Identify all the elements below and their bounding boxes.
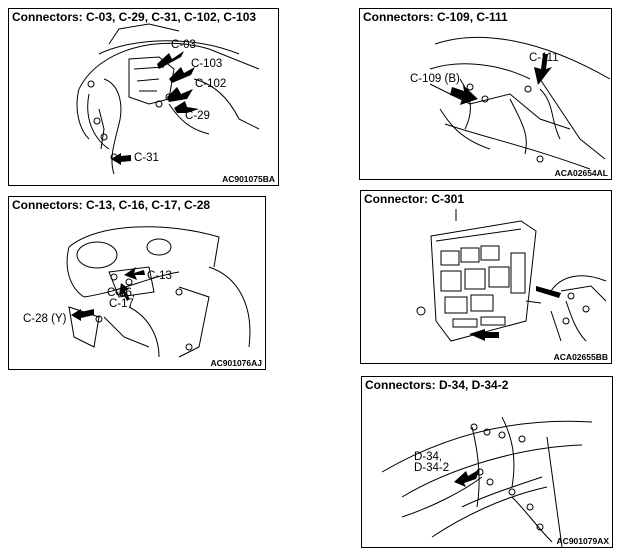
panel-title: Connector: C-301: [364, 192, 465, 206]
callout-c103: C-103: [191, 58, 223, 70]
figure-id: ACA02654AL: [554, 168, 608, 178]
connector-panel-c301: Connector: C-301: [360, 190, 612, 364]
callout-c31: C-31: [134, 152, 159, 164]
figure-id: AC901075BA: [222, 174, 275, 184]
panel-title: Connectors: D-34, D-34-2: [365, 378, 509, 392]
callout-c29: C-29: [185, 110, 210, 122]
callout-d34-2: D-34-2: [414, 462, 450, 474]
callout-c17-line: C-17: [109, 298, 134, 310]
door-wiring-illustration: [381, 416, 593, 547]
callout-c102: C-102: [195, 78, 227, 90]
dashboard-wiring-illustration: [429, 36, 611, 170]
callout-c16-line: C-16,: [107, 287, 136, 299]
figure-id: AC901079AX: [556, 536, 609, 546]
panel-title: Connectors: C-109, C-111: [363, 10, 508, 24]
callout-c28y: C-28 (Y): [23, 313, 67, 325]
dashboard-wiring-illustration: [66, 226, 251, 358]
panel-title: Connectors: C-03, C-29, C-31, C-102, C-1…: [12, 10, 257, 24]
connector-panel-c109-c111: Connectors: C-109, C-111 C-111 C-109 (B)…: [359, 8, 612, 180]
dashboard-wiring-illustration: [76, 23, 260, 175]
callout-c03: C-03: [171, 39, 196, 51]
control-module-illustration: [416, 209, 607, 342]
callout-c109b: C-109 (B): [410, 73, 460, 85]
callout-c111: C-111: [529, 52, 559, 64]
connector-panel-c13-c16-c17-c28: Connectors: C-13, C-16, C-17, C-28 C-13 …: [8, 196, 266, 370]
connector-panel-c03-c29-c31-c102-c103: Connectors: C-03, C-29, C-31, C-102, C-1…: [8, 8, 279, 186]
connector-panel-d34-d34-2: Connectors: D-34, D-34-2 D-34, D-34-2 AC…: [361, 376, 613, 548]
panel-title: Connectors: C-13, C-16, C-17, C-28: [12, 198, 211, 212]
callout-c13: C-13: [147, 270, 172, 282]
figure-id: ACA02655BB: [553, 352, 608, 362]
callout-d34: D-34,: [414, 451, 443, 463]
figure-id: AC901076AJ: [210, 358, 262, 368]
